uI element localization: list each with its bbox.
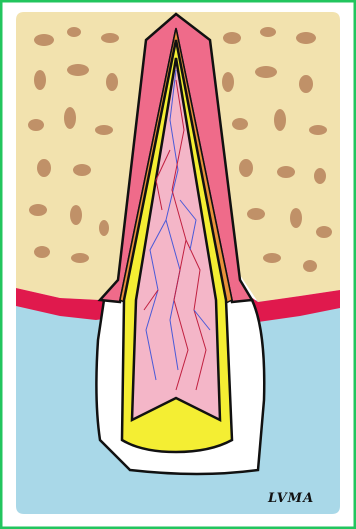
artist-signature: LVMA: [267, 491, 314, 506]
